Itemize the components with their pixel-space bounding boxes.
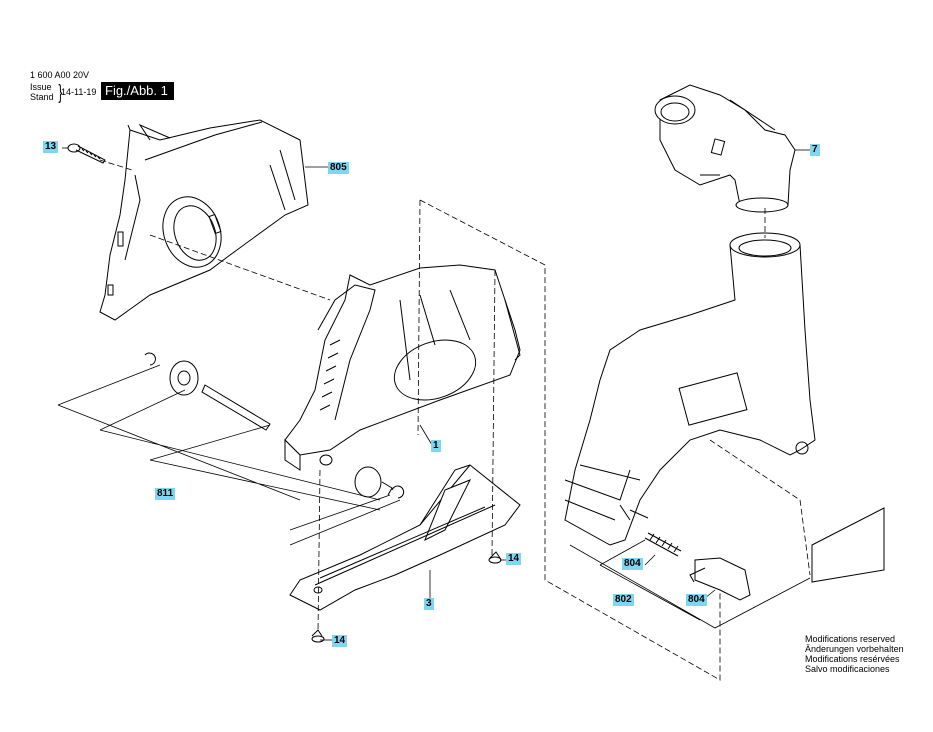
part-13-screw: [67, 143, 106, 164]
part-1-main-guard: [284, 264, 521, 471]
callout-14-bottom: 14: [332, 635, 348, 647]
modifications-notice: Modifications reserved Änderungen vorbeh…: [805, 634, 904, 674]
callout-14-top: 14: [506, 553, 522, 565]
assembly-guide-lines: [99, 159, 811, 681]
document-number: 1 600 A00 20V: [30, 70, 90, 80]
notice-line-2: Änderungen vorbehalten: [805, 644, 904, 654]
callout-7: 7: [810, 144, 820, 156]
callout-811: 811: [155, 488, 176, 500]
part-811-wheel-set: [144, 352, 405, 499]
warning-label-sticker: [811, 507, 885, 583]
part-7-elbow-adapter: [654, 84, 796, 213]
callout-13: 13: [43, 141, 59, 153]
callout-3: 3: [424, 598, 434, 610]
issue-label: Issue: [30, 82, 52, 92]
notice-line-1: Modifications reserved: [805, 634, 896, 644]
callout-1: 1: [431, 440, 441, 452]
brace-glyph: }: [58, 82, 63, 104]
part-805-guard-cover: [99, 119, 309, 321]
part-802-extraction-hood: [564, 232, 816, 546]
part-3-base-plate: [289, 464, 521, 611]
callout-802: 802: [613, 594, 634, 606]
issue-date: 14-11-19: [61, 87, 97, 97]
callout-804-lock: 804: [686, 594, 707, 606]
part-804-spring-lock: [644, 532, 751, 601]
callout-804-spring: 804: [622, 558, 643, 570]
callout-leaders: [57, 147, 811, 641]
issue-block: Issue Stand: [30, 82, 54, 102]
figure-label: Fig./Abb. 1: [101, 82, 174, 100]
stand-label: Stand: [30, 92, 54, 102]
callout-805: 805: [328, 162, 349, 174]
notice-line-3: Modifications resérvées: [805, 654, 900, 664]
notice-line-4: Salvo modificaciones: [805, 664, 890, 674]
